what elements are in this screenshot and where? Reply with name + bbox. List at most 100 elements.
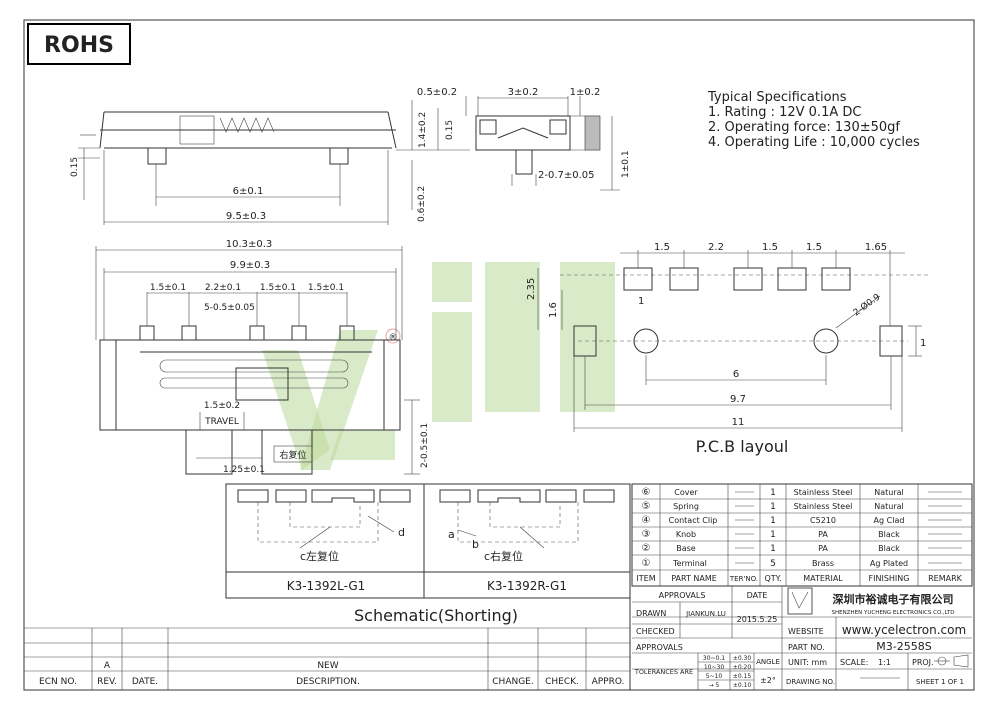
rev-col-change: CHANGE. bbox=[492, 677, 533, 687]
dim-w-99: 9.9±0.3 bbox=[230, 260, 270, 271]
tb-checked: CHECKED bbox=[636, 627, 675, 636]
bom-material: PA bbox=[818, 544, 828, 553]
tb-tol-range-2: 10~30 bbox=[704, 664, 724, 671]
tb-drawn: DRAWN bbox=[636, 609, 666, 618]
tb-company-en: SHENZHEN YUCHENG ELECTRONICS CO.,LTD bbox=[832, 610, 955, 616]
pcb-top-0: 1.5 bbox=[654, 242, 670, 253]
bom-header-finishing: FINISHING bbox=[869, 574, 910, 583]
dim-h-14: 1.4±0.2 bbox=[418, 112, 428, 148]
bom-header-remark: REMARK bbox=[928, 574, 963, 583]
schematic-b: b bbox=[472, 538, 479, 551]
schematic-right-label: c右复位 bbox=[484, 549, 523, 563]
dim-p15-b: 1.5±0.1 bbox=[260, 283, 296, 293]
tb-website-label: WEBSITE bbox=[788, 627, 824, 636]
tb-drawn-date: 2015.5.25 bbox=[737, 615, 778, 624]
bom-rows: ⑥ Cover 1 Stainless Steel Natural ⑤ Spri… bbox=[636, 487, 962, 583]
bom-header-ter: TER'NO. bbox=[729, 575, 758, 583]
sheet-border bbox=[23, 19, 975, 691]
tb-approvals: APPROVALS bbox=[659, 591, 706, 600]
vertical-dims bbox=[396, 100, 470, 210]
dim-pitch-95: 9.5±0.3 bbox=[226, 211, 266, 222]
bom-part: Knob bbox=[676, 530, 696, 539]
tb-unit: UNIT: mm bbox=[788, 658, 827, 667]
spec-line-1: 1. Rating : 12V 0.1A DC bbox=[708, 105, 861, 120]
tb-tol-val-2: ±0.20 bbox=[733, 664, 752, 671]
tb-tol-val-1: ±0.30 bbox=[733, 655, 752, 662]
rev-col-rev: REV. bbox=[97, 677, 117, 687]
rev-col-desc: DESCRIPTION. bbox=[296, 677, 360, 687]
bom-finishing: Black bbox=[878, 530, 900, 539]
dim-travel-val: 1.5±0.2 bbox=[204, 401, 240, 411]
dim-h-1: 1±0.1 bbox=[621, 150, 631, 178]
rev-col-date: DATE. bbox=[132, 677, 158, 687]
bom-table-lines bbox=[631, 483, 973, 587]
rev-col-appro: APPRO. bbox=[592, 677, 625, 687]
schematic-left-part: K3-1392L-G1 bbox=[287, 579, 366, 593]
tb-drawing-no: DRAWING NO. bbox=[786, 678, 835, 686]
bom-part: Contact Clip bbox=[669, 516, 718, 525]
dim-p15-a: 1.5±0.1 bbox=[150, 283, 186, 293]
dim-pin-side: 2-0.7±0.05 bbox=[538, 170, 595, 181]
bom-material: Stainless Steel bbox=[794, 502, 853, 511]
bom-part: Terminal bbox=[672, 559, 707, 568]
dim-p15-c: 1.5±0.1 bbox=[308, 283, 344, 293]
dim-w-103: 10.3±0.3 bbox=[226, 239, 273, 250]
bom-qty: 1 bbox=[770, 516, 776, 526]
registered-mark: ® bbox=[389, 333, 398, 343]
dim-p22: 2.2±0.1 bbox=[205, 283, 241, 293]
bom-part: Cover bbox=[674, 488, 698, 497]
bom-material: Brass bbox=[812, 559, 834, 568]
tb-company-cn: 深圳市裕诚电子有限公司 bbox=[833, 592, 954, 606]
schematic-a: a bbox=[448, 528, 455, 541]
tb-tol-range-1: 30~0.1 bbox=[703, 655, 725, 662]
bom-header-item: ITEM bbox=[636, 574, 655, 583]
watermark-logo: ® bbox=[262, 262, 615, 470]
rohs-badge-box bbox=[27, 23, 131, 65]
bom-finishing: Ag Plated bbox=[870, 559, 908, 568]
bom-finishing: Black bbox=[878, 544, 900, 553]
schematic-d: d bbox=[398, 526, 405, 539]
tb-part-no-label: PART NO. bbox=[788, 643, 825, 652]
spec-line-2: 2. Operating force: 130±50gf bbox=[708, 120, 900, 135]
pcb-title: P.C.B layoul bbox=[696, 437, 789, 456]
schematic-right-part: K3-1392R-G1 bbox=[487, 579, 567, 593]
rev-col-ecn: ECN NO. bbox=[39, 677, 77, 687]
bom-qty: 1 bbox=[770, 530, 776, 540]
dim-h-06: 0.6±0.2 bbox=[417, 186, 427, 222]
tb-drawn-by: JIANKUN.LU bbox=[685, 610, 726, 618]
pcb-r-1: 1 bbox=[920, 338, 926, 349]
rev-row-a: A bbox=[104, 661, 111, 671]
bom-item: ② bbox=[642, 543, 651, 554]
dim-base-125: 1.25±0.1 bbox=[223, 465, 265, 475]
specs-heading: Typical Specifications bbox=[707, 90, 847, 105]
dim-side-c: 1±0.2 bbox=[570, 87, 601, 98]
bom-item: ⑥ bbox=[642, 487, 651, 498]
bom-material: Stainless Steel bbox=[794, 488, 853, 497]
pcb-h-235: 2.35 bbox=[526, 278, 537, 300]
tb-angle-val: ±2° bbox=[760, 676, 776, 685]
bom-part: Base bbox=[676, 544, 696, 553]
tb-scale: 1:1 bbox=[878, 658, 891, 667]
tb-website: www.ycelectron.com bbox=[842, 623, 966, 637]
bom-qty: 1 bbox=[770, 488, 776, 498]
revision-block bbox=[24, 484, 631, 690]
rohs-badge: ROHS bbox=[44, 33, 114, 58]
bom-item: ③ bbox=[642, 529, 651, 540]
bom-qty: 1 bbox=[770, 544, 776, 554]
pcb-h-16: 1.6 bbox=[548, 302, 559, 318]
pcb-d-11: 11 bbox=[732, 417, 745, 428]
side-view-left bbox=[78, 111, 397, 225]
bom-item: ① bbox=[642, 558, 651, 569]
bom-finishing: Ag Clad bbox=[874, 516, 905, 525]
tb-sheet: SHEET 1 OF 1 bbox=[916, 678, 964, 686]
pcb-d-6: 6 bbox=[733, 369, 739, 380]
bom-part: Spring bbox=[673, 502, 699, 511]
bom-material: C5210 bbox=[810, 516, 836, 525]
tb-angle: ANGLE bbox=[756, 658, 780, 666]
reset-label-front: 右复位 bbox=[279, 449, 306, 461]
dim-right-pin: 2-0.5±0.1 bbox=[420, 423, 430, 468]
bom-material: PA bbox=[818, 530, 828, 539]
bom-header-part: PART NAME bbox=[671, 574, 717, 583]
tb-part-no: M3-2558S bbox=[876, 640, 931, 653]
schematic-box bbox=[225, 483, 631, 599]
